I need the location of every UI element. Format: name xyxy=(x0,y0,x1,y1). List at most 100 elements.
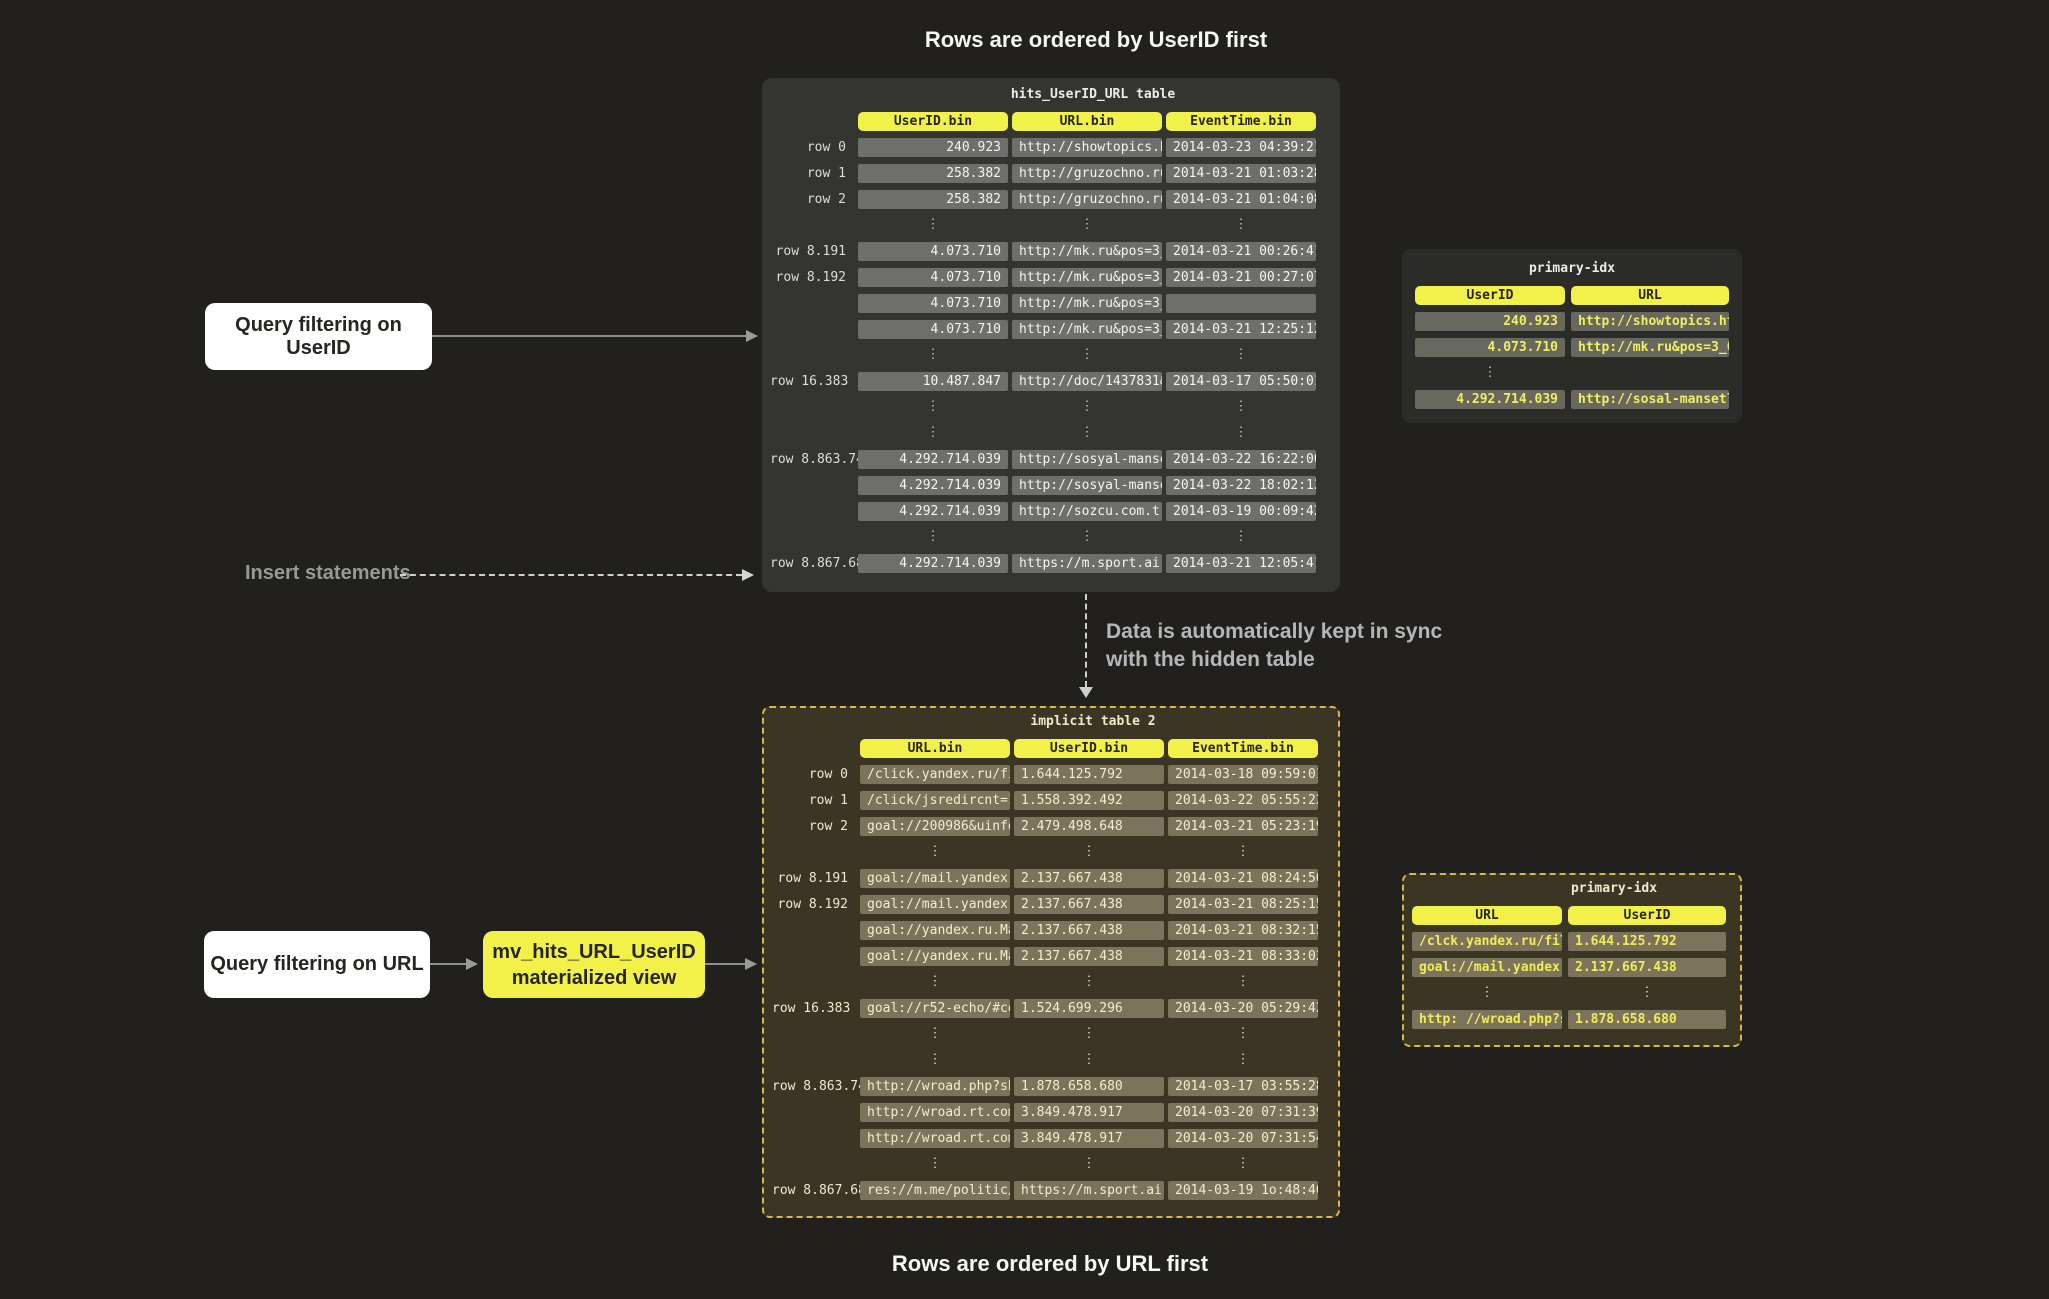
table-cell: 2014-03-17 05:50:01 xyxy=(1166,372,1316,391)
row-label xyxy=(770,320,854,339)
row-label: row 8.191 xyxy=(775,244,846,259)
column-header: EventTime.bin xyxy=(1166,112,1316,131)
ellipsis: ⋮ xyxy=(1483,365,1497,380)
ellipsis: ⋮ xyxy=(1082,1052,1096,1067)
row-label: row 2 xyxy=(808,819,848,834)
ellipsis: ⋮ xyxy=(1080,529,1094,544)
ellipsis: ⋮ xyxy=(1236,1026,1250,1041)
table-cell: 2.137.667.438 xyxy=(1014,947,1164,966)
table-cell: 2014-03-18 09:59:01 xyxy=(1168,765,1318,784)
table-cell: 10.487.847 xyxy=(858,372,1008,391)
row-label xyxy=(770,398,854,417)
query-filtering-userid-box: Query filtering on UserID xyxy=(205,303,432,370)
table-cell: 4.073.710 xyxy=(1415,338,1565,357)
table-cell: 1.524.699.296 xyxy=(1014,999,1164,1018)
table-cell: 2014-03-21 08:32:15 xyxy=(1168,921,1318,940)
table-cell: 2014-03-21 08:24:50 xyxy=(1168,869,1318,888)
table-grid: URLUserID/clck.yandex.ru/file.com...1.64… xyxy=(1412,906,1732,1029)
table-cell: 2014-03-20 07:31:54 xyxy=(1168,1129,1318,1148)
table-cell: http://mk.ru&pos=3_0 xyxy=(1012,320,1162,339)
ellipsis: ⋮ xyxy=(928,1052,942,1067)
query-filtering-url-label: Query filtering on URL xyxy=(210,953,424,975)
ellipsis: ⋮ xyxy=(928,844,942,859)
ellipsis: ⋮ xyxy=(1082,974,1096,989)
primary-index-url: primary-idx URLUserID/clck.yandex.ru/fil… xyxy=(1402,873,1742,1047)
insert-statements-label: Insert statements xyxy=(245,562,411,584)
table-cell: 2014-03-21 01:03:28 xyxy=(1166,164,1316,183)
table-cell: http://sosal-mansetleri... xyxy=(1571,390,1729,409)
table-cell: 4.292.714.039 xyxy=(1415,390,1565,409)
row-label xyxy=(772,1155,856,1174)
row-label xyxy=(772,843,856,862)
row-label xyxy=(770,424,854,443)
table-cell: 2014-03-21 12:25:12 xyxy=(1166,320,1316,339)
table-cell: 4.292.714.039 xyxy=(858,502,1008,521)
table-cell: http://sozcu.com.tr/oaut xyxy=(1012,502,1162,521)
table-cell: http://mk.ru&pos=3_0 xyxy=(1012,268,1162,287)
row-label: row 16.383 xyxy=(770,374,849,389)
table-cell: 2014-03-21 01:04:08 xyxy=(1166,190,1316,209)
ellipsis: ⋮ xyxy=(1480,985,1494,1000)
ellipsis: ⋮ xyxy=(1080,399,1094,414)
table-cell: 258.382 xyxy=(858,190,1008,209)
insert-arrow-head xyxy=(742,569,754,581)
row-label: row 8.867.680 xyxy=(772,1183,874,1198)
query-userid-arrow-line xyxy=(432,335,746,337)
row-label: row 8.863.744 xyxy=(772,1079,874,1094)
column-header: UserID.bin xyxy=(1014,739,1164,758)
table-cell: 2014-03-21 05:23:19 xyxy=(1168,817,1318,836)
column-header: URL xyxy=(1571,286,1729,305)
table-cell: 1.644.125.792 xyxy=(1568,932,1726,951)
table-cell xyxy=(1166,294,1316,313)
table-cell: 3.849.478.917 xyxy=(1014,1103,1164,1122)
table-cell: 1.878.658.680 xyxy=(1568,1010,1726,1029)
ellipsis: ⋮ xyxy=(1236,844,1250,859)
table-cell: 4.292.714.039 xyxy=(858,450,1008,469)
ellipsis: ⋮ xyxy=(1234,217,1248,232)
ellipsis: ⋮ xyxy=(1080,425,1094,440)
query-url-arrow2-line xyxy=(705,963,745,965)
caption-top: Rows are ordered by UserID first xyxy=(924,27,1268,52)
ellipsis: ⋮ xyxy=(926,529,940,544)
table-cell: 2014-03-22 18:02:12 xyxy=(1166,476,1316,495)
row-label xyxy=(772,1129,856,1148)
table-cell: 2014-03-21 00:27:07 xyxy=(1166,268,1316,287)
table-cell: 2014-03-21 08:33:02 xyxy=(1168,947,1318,966)
table-cell: goal://mail.yandex.ru/Ma... xyxy=(860,895,1010,914)
row-label xyxy=(772,1103,856,1122)
row-label xyxy=(772,1051,856,1070)
row-label xyxy=(770,216,854,235)
row-label: row 8.863.744 xyxy=(770,452,872,467)
table-cell: 2.137.667.438 xyxy=(1568,958,1726,977)
table-cell: 2014-03-21 12:05:41 xyxy=(1166,554,1316,573)
table-cell: http://doc/1437831&is_mo... xyxy=(1012,372,1162,391)
table-cell: http://showtopics.html%3... xyxy=(1571,312,1729,331)
materialized-view-subtitle: materialized view xyxy=(511,966,677,989)
table-cell: goal://200986&uinfo=wn-1... xyxy=(860,817,1010,836)
table-cell: 1.558.392.492 xyxy=(1014,791,1164,810)
column-header: UserID xyxy=(1568,906,1726,925)
table-cell: /click/jsredircnt=1395412... xyxy=(860,791,1010,810)
table-cell: http://wroad.php?show/7... xyxy=(860,1077,1010,1096)
ellipsis: ⋮ xyxy=(926,399,940,414)
table-cell: goal://mail.yandex.ru/Ma... xyxy=(860,869,1010,888)
column-header: URL.bin xyxy=(1012,112,1162,131)
ellipsis: ⋮ xyxy=(928,1026,942,1041)
table-cell: 2014-03-23 04:39:21 xyxy=(1166,138,1316,157)
table-cell: http://mk.ru&pos=3_0 xyxy=(1012,294,1162,313)
ellipsis: ⋮ xyxy=(926,217,940,232)
ellipsis: ⋮ xyxy=(1236,1156,1250,1171)
table-cell: 4.073.710 xyxy=(858,268,1008,287)
ellipsis: ⋮ xyxy=(1236,1052,1250,1067)
row-label: row 2 xyxy=(806,192,846,207)
query-userid-arrow-head xyxy=(746,330,758,342)
ellipsis: ⋮ xyxy=(1082,1026,1096,1041)
row-label: row 0 xyxy=(808,767,848,782)
ellipsis: ⋮ xyxy=(1236,974,1250,989)
row-label xyxy=(770,528,854,547)
ellipsis: ⋮ xyxy=(1080,217,1094,232)
query-filtering-userid-label: Query filtering on UserID xyxy=(235,313,402,359)
